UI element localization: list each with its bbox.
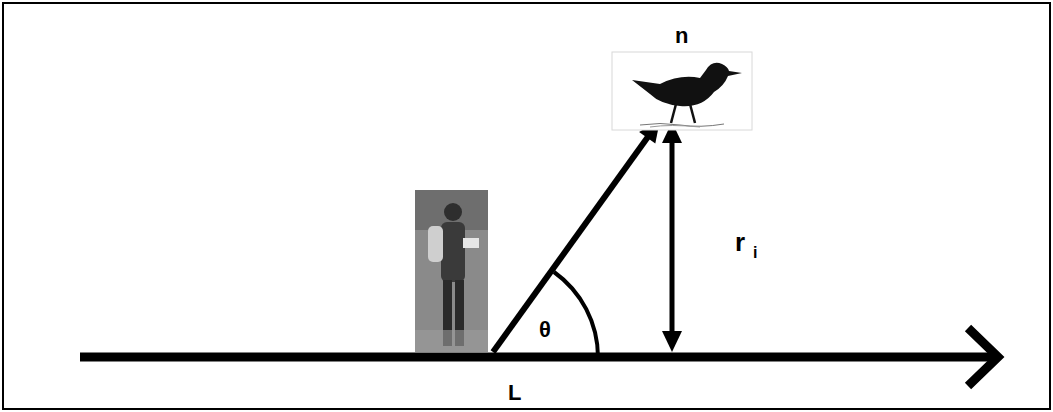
distance-arrowhead <box>662 331 682 352</box>
label-holder: L <box>508 382 521 404</box>
count-label: n <box>675 25 688 47</box>
label-holder: n <box>675 25 688 47</box>
distance-label: r <box>735 229 745 255</box>
label-holder: θ <box>539 319 551 341</box>
frame <box>3 3 1050 409</box>
label-holder: i <box>753 244 757 262</box>
transect-line <box>80 353 996 362</box>
transect-arrowhead <box>968 328 998 386</box>
angle-label: θ <box>539 319 551 341</box>
bird-figure <box>612 52 752 130</box>
sighting-line <box>493 134 650 352</box>
line-label: L <box>508 382 521 404</box>
distance-line <box>670 140 675 334</box>
distance-subscript: i <box>753 245 757 261</box>
angle-arc <box>554 272 598 357</box>
label-holder: r <box>735 229 745 255</box>
observer-figure <box>415 190 488 352</box>
